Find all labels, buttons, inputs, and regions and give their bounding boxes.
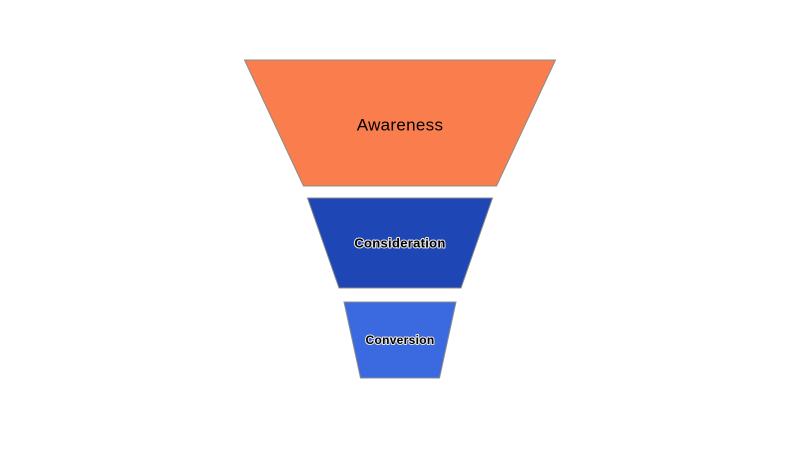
funnel-label-conversion: Conversion <box>365 333 434 347</box>
funnel-label-consideration: Consideration <box>354 236 445 251</box>
funnel-segment-awareness <box>243 59 557 187</box>
funnel-stage-consideration: Consideration <box>306 197 494 289</box>
funnel-stage-conversion: Conversion <box>343 301 457 379</box>
funnel-label-awareness: Awareness <box>357 116 444 135</box>
funnel-segment-conversion <box>343 301 457 379</box>
funnel-segment-consideration <box>306 197 494 289</box>
funnel-stage-awareness: Awareness <box>243 59 557 187</box>
